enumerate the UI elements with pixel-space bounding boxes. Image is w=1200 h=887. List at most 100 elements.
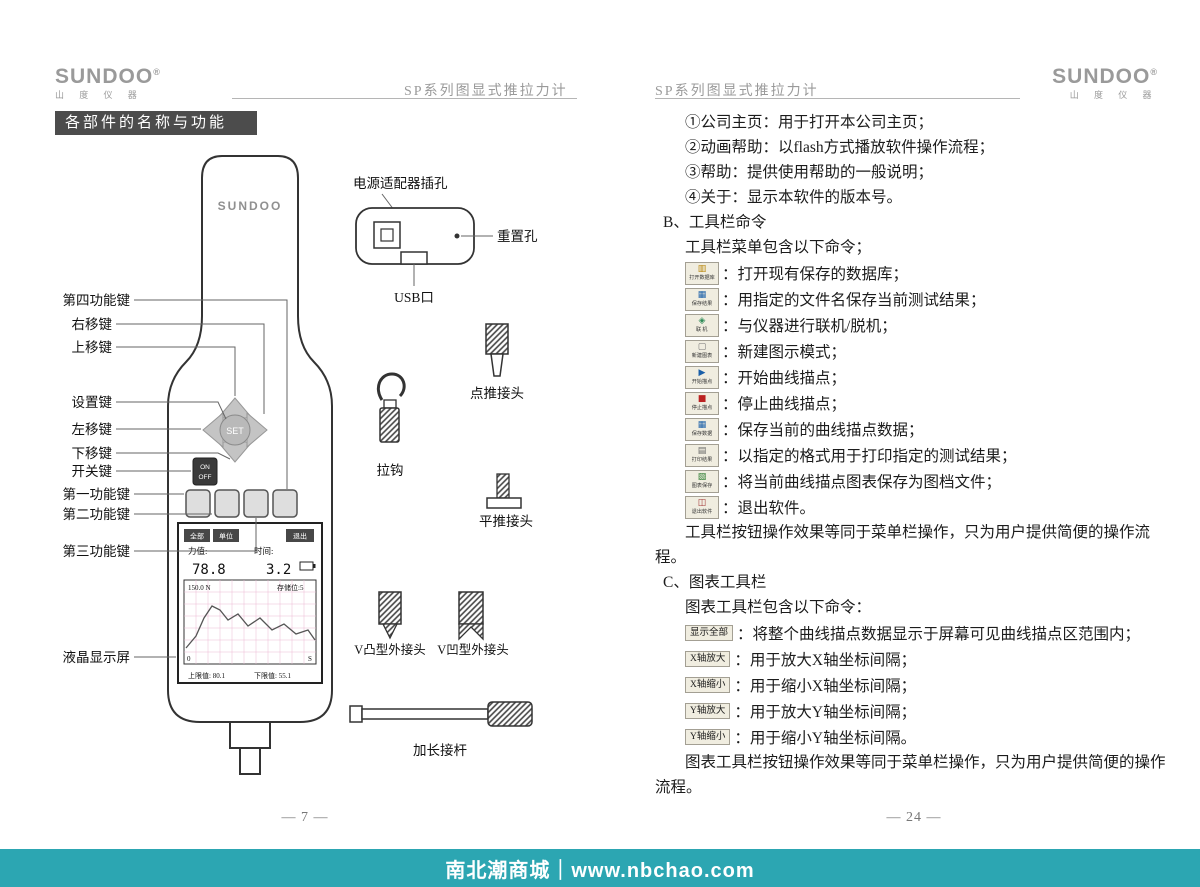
function-key-2: [214, 489, 240, 518]
right-page-number: — 24 —: [886, 810, 942, 825]
lcd-storage: 存储位:5: [277, 583, 304, 592]
chart-toolbar-item: Y轴放大 ：用于放大Y轴坐标间隔；: [655, 698, 1173, 724]
label-set: 设置键: [72, 395, 113, 410]
lcd-lower-limit: 下限值: 55.1: [254, 671, 291, 680]
toolbar-item-desc: ：打开现有保存的数据库；: [722, 266, 909, 283]
extension-rod: 加长接杆: [349, 701, 533, 758]
sensor-shaft: [239, 747, 261, 775]
toolbar-item: ▦保存数据 ：保存当前的曲线描点数据；: [655, 416, 1173, 442]
label-power-jack: 电源适配器插孔: [353, 176, 448, 191]
start-plot-icon: ▶开始描点: [685, 365, 719, 389]
intro-line: ②动画帮助：以flash方式播放软件操作流程；: [685, 139, 995, 156]
chart-toolbar-item: X轴缩小 ：用于缩小X轴坐标间隔；: [655, 672, 1173, 698]
function-key-3: [243, 489, 269, 518]
toolbar-item-desc: ：用指定的文件名保存当前测试结果；: [722, 292, 986, 309]
toolbar-note: 工具栏按钮操作效果等同于菜单栏操作，只为用户提供简便的操作流程。: [655, 524, 1151, 566]
brand-subtitle: 山 度 仪 器: [1069, 90, 1158, 100]
label-fn3: 第三功能键: [63, 543, 131, 559]
toolbar-item-desc: ：以指定的格式用于打印指定的测试结果；: [722, 448, 1017, 465]
registered-mark: ®: [153, 67, 161, 77]
label-up: 上移键: [72, 340, 113, 355]
lcd-curve: [185, 605, 316, 649]
print-icon: ▤打印结果: [685, 443, 719, 467]
lcd-axis-end: S: [308, 655, 312, 663]
reset-hole: [454, 233, 460, 239]
connect-icon: ◈联 机: [685, 313, 719, 337]
left-page-number: — 7 —: [281, 810, 329, 825]
left-header-rule: [232, 98, 577, 99]
x-zoom-in-button: X轴放大: [685, 651, 731, 667]
label-usb: USB口: [394, 290, 434, 305]
left-header-title: SP系列图显式推拉力计: [404, 84, 568, 99]
label-flat-connector: 平推接头: [479, 513, 533, 529]
right-header-title: SP系列图显式推拉力计: [655, 84, 819, 99]
direction-pad: SET: [202, 397, 268, 463]
site-banner-text: 南北潮商城｜www.nbchao.com: [445, 859, 755, 882]
brand-subtitle: 山 度 仪 器: [55, 90, 144, 100]
save-data-icon: ▦保存数据: [685, 417, 719, 441]
device-brand-text: SUNDOO: [218, 199, 283, 213]
flat-connector: 平推接头: [479, 473, 533, 529]
show-all-button: 显示全部: [685, 625, 734, 641]
label-left: 左移键: [72, 422, 113, 437]
label-fn1: 第一功能键: [63, 486, 131, 502]
device-diagram: SUNDOO SET ON OFF 全部: [63, 155, 538, 775]
hook: 拉钩: [377, 372, 406, 478]
lcd-graph-frame: [183, 579, 317, 665]
x-zoom-out-button: X轴缩小: [685, 677, 731, 693]
new-chart-icon: ▢新建图表: [685, 339, 719, 363]
lcd-time-label: 时间:: [254, 546, 273, 556]
chart-toolbar-intro: 图表工具栏包含以下命令：: [685, 599, 872, 616]
adapter-socket: [373, 221, 401, 249]
sensor-base: [229, 721, 271, 749]
intro-line: ③帮助：提供使用帮助的一般说明；: [685, 164, 934, 181]
right-page-body: ①公司主页：用于打开本公司主页； ②动画帮助：以flash方式播放软件操作流程；…: [655, 110, 1173, 800]
right-header-rule: [655, 98, 1020, 99]
power-off-label: OFF: [199, 474, 212, 481]
label-lcd: 液晶显示屏: [63, 650, 131, 665]
set-key-label: SET: [226, 426, 244, 436]
label-power: 开关键: [72, 464, 113, 479]
toolbar-item-desc: ：新建图示模式；: [722, 344, 847, 361]
y-zoom-out-button: Y轴缩小: [685, 729, 731, 745]
toolbar-item: ■停止描点 ：停止曲线描点；: [655, 390, 1173, 416]
toolbar-item: ◈联 机 ：与仪器进行联机/脱机；: [655, 312, 1173, 338]
label-right: 右移键: [72, 317, 113, 332]
toolbar-item: ▢新建图表 ：新建图示模式；: [655, 338, 1173, 364]
lcd-force-value: 78.8: [192, 562, 226, 578]
label-v-concave: V凹型外接头: [437, 642, 509, 657]
chart-toolbar-item: Y轴缩小 ：用于缩小Y轴坐标间隔。: [655, 724, 1173, 750]
lcd-tab-all: 全部: [190, 532, 204, 541]
function-key-1: [185, 489, 211, 518]
lcd-tab-all-bg: [184, 529, 210, 542]
lcd-tab-unit: 单位: [219, 532, 233, 541]
toolbar-item: ▧图表保存 ：将当前曲线描点图表保存为图档文件；: [655, 468, 1173, 494]
toolbar-item-desc: ：开始曲线描点；: [722, 370, 847, 387]
lcd-tab-unit-bg: [213, 529, 239, 542]
toolbar-item: ▥打开数据库 ：打开现有保存的数据库；: [655, 260, 1173, 286]
power-on-label: ON: [200, 464, 210, 471]
function-key-4: [272, 489, 298, 518]
label-point-connector: 点推接头: [470, 385, 524, 401]
power-key: ON OFF: [192, 457, 218, 486]
brand-wordmark: SUNDOO®: [55, 65, 161, 88]
sundoo-logo-left: SUNDOO® 山 度 仪 器: [55, 62, 161, 101]
label-down: 下移键: [72, 446, 113, 461]
section-b-heading: B、工具栏命令: [663, 214, 767, 231]
toolbar-item-desc: ：将当前曲线描点图表保存为图档文件；: [722, 474, 1002, 491]
intro-line: ①公司主页：用于打开本公司主页；: [685, 114, 934, 131]
toolbar-item-desc: ：停止曲线描点；: [722, 396, 847, 413]
exit-icon: ◫退出软件: [685, 495, 719, 519]
callout-lines: [116, 299, 288, 658]
y-zoom-in-button: Y轴放大: [685, 703, 731, 719]
v-convex-connector: V凸型外接头: [354, 591, 426, 657]
toolbar-item: ▶开始描点 ：开始曲线描点；: [655, 364, 1173, 390]
power-adapter: 电源适配器插孔 重置孔 USB口: [353, 176, 538, 305]
lcd-axis-origin: 0: [187, 655, 191, 663]
lcd-time-value: 3.2: [266, 562, 291, 578]
function-keys: [185, 489, 298, 518]
label-fn2: 第二功能键: [63, 506, 131, 522]
usb-port: [400, 251, 428, 265]
lcd-upper-limit: 上限值: 80.1: [188, 671, 225, 680]
